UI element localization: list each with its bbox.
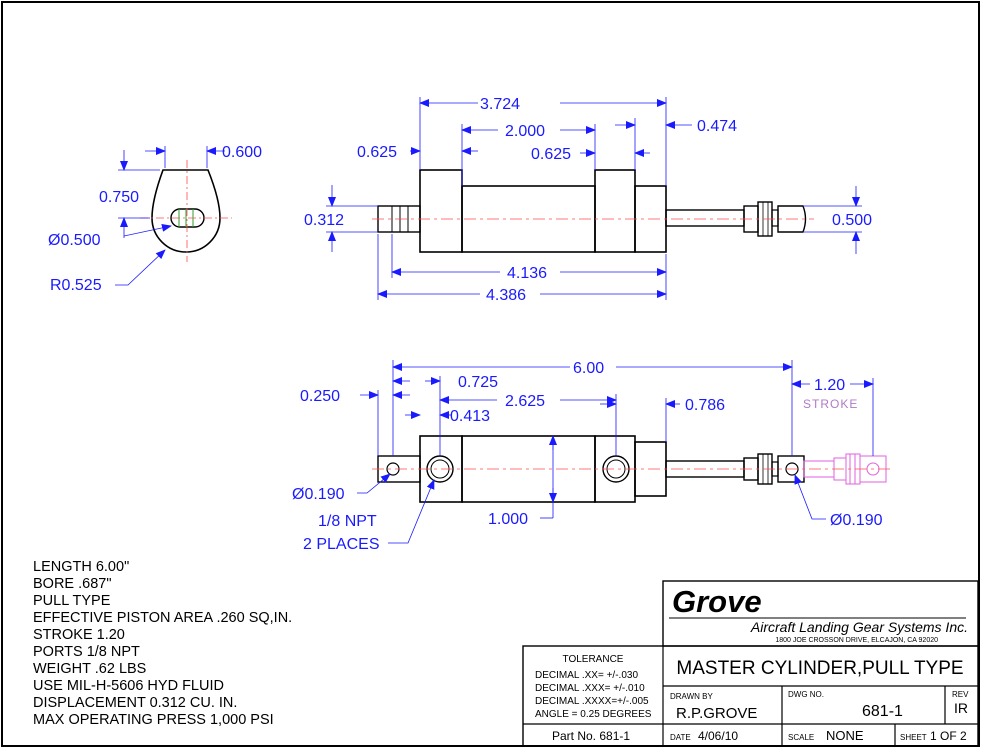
dim-side-0413: 0.413 <box>450 408 490 425</box>
dim-side-2625: 2.625 <box>505 393 545 410</box>
tolerance-line: DECIMAL .XXX= +/-.010 <box>535 683 645 694</box>
sheet: 1 OF 2 <box>930 729 967 743</box>
spec-line: LENGTH 6.00" <box>33 559 129 575</box>
dim-side-0725: 0.725 <box>458 374 498 391</box>
dim-end-diameter: Ø0.500 <box>48 232 101 249</box>
side-view: 6.00 1.20 STROKE 0.250 0.725 0.413 2.625… <box>292 360 890 553</box>
spec-line: MAX OPERATING PRESS 1,000 PSI <box>33 712 274 728</box>
sheet-label: SHEET <box>900 733 927 742</box>
drawn-by-label: DRAWN BY <box>670 692 713 701</box>
dim-top-overall: 3.724 <box>480 96 520 113</box>
spec-line: DISPLACEMENT 0.312 CU. IN. <box>33 695 237 711</box>
tolerance-line: DECIMAL .XXXX=+/-.005 <box>535 696 649 707</box>
dim-top-port-spacing: 2.000 <box>505 123 545 140</box>
drawing-title: MASTER CYLINDER,PULL TYPE <box>676 658 963 679</box>
spec-line: EFFECTIVE PISTON AREA .260 SQ,IN. <box>33 610 292 626</box>
spec-line: USE MIL-H-5606 HYD FLUID <box>33 678 224 694</box>
dim-end-height: 0.750 <box>99 189 139 206</box>
spec-line: STROKE 1.20 <box>33 627 125 643</box>
dim-top-rod-end: 0.474 <box>697 118 737 135</box>
dim-top-rod-end-diameter: 0.500 <box>832 212 872 229</box>
tolerance-header: TOLERANCE <box>563 654 624 665</box>
scale-label: SCALE <box>788 733 814 742</box>
rev: IR <box>954 700 968 716</box>
spec-line: BORE .687" <box>33 576 112 592</box>
dim-end-radius: R0.525 <box>50 277 102 294</box>
dim-top-left-block: 0.625 <box>357 144 397 161</box>
end-view: 0.600 0.750 Ø0.500 R0.525 <box>48 144 262 294</box>
dim-top-length-b: 4.386 <box>486 287 526 304</box>
dim-top-stub: 0.312 <box>304 212 344 229</box>
spec-line: WEIGHT .62 LBS <box>33 661 146 677</box>
company-logo: Grove <box>672 584 762 619</box>
tolerance-line: ANGLE = 0.25 DEGREES <box>535 709 652 720</box>
dim-side-stroke: 1.20 <box>814 377 845 394</box>
port-note-1: 1/8 NPT <box>318 513 377 530</box>
end-view-outline <box>151 169 221 253</box>
company-name: Aircraft Landing Gear Systems Inc. <box>750 619 968 635</box>
stroke-label: STROKE <box>803 397 858 411</box>
dim-side-left-hole: Ø0.190 <box>292 486 345 503</box>
drawn-by: R.P.GROVE <box>676 705 757 722</box>
spec-line: PULL TYPE <box>33 593 111 609</box>
dim-side-right-hole: Ø0.190 <box>830 512 883 529</box>
port-note-2: 2 PLACES <box>303 536 379 553</box>
title-block <box>522 580 979 747</box>
dim-end-width: 0.600 <box>222 144 262 161</box>
dim-top-right-block: 0.625 <box>531 146 571 163</box>
dim-side-0250: 0.250 <box>300 388 340 405</box>
spec-line: PORTS 1/8 NPT <box>33 644 140 660</box>
date: 4/06/10 <box>698 729 738 743</box>
dim-top-length-a: 4.136 <box>507 265 547 282</box>
dim-side-0786: 0.786 <box>685 397 725 414</box>
rev-label: REV <box>952 690 969 699</box>
dwg-no: 681-1 <box>862 703 903 720</box>
tolerance-line: DECIMAL .XX= +/-.030 <box>535 670 638 681</box>
top-view: 3.724 2.000 0.474 0.625 0.625 0.312 0.50… <box>304 96 872 304</box>
part-no: Part No. 681-1 <box>552 729 630 743</box>
dim-side-overall: 6.00 <box>573 360 604 377</box>
date-label: DATE <box>670 733 691 742</box>
dwg-no-label: DWG NO. <box>788 690 824 699</box>
spec-notes: LENGTH 6.00" BORE .687" PULL TYPE EFFECT… <box>33 559 292 728</box>
dim-side-body-height: 1.000 <box>488 511 528 528</box>
scale: NONE <box>826 728 864 743</box>
company-address: 1800 JOE CROSSON DRIVE, ELCAJON, CA 9202… <box>775 637 938 644</box>
